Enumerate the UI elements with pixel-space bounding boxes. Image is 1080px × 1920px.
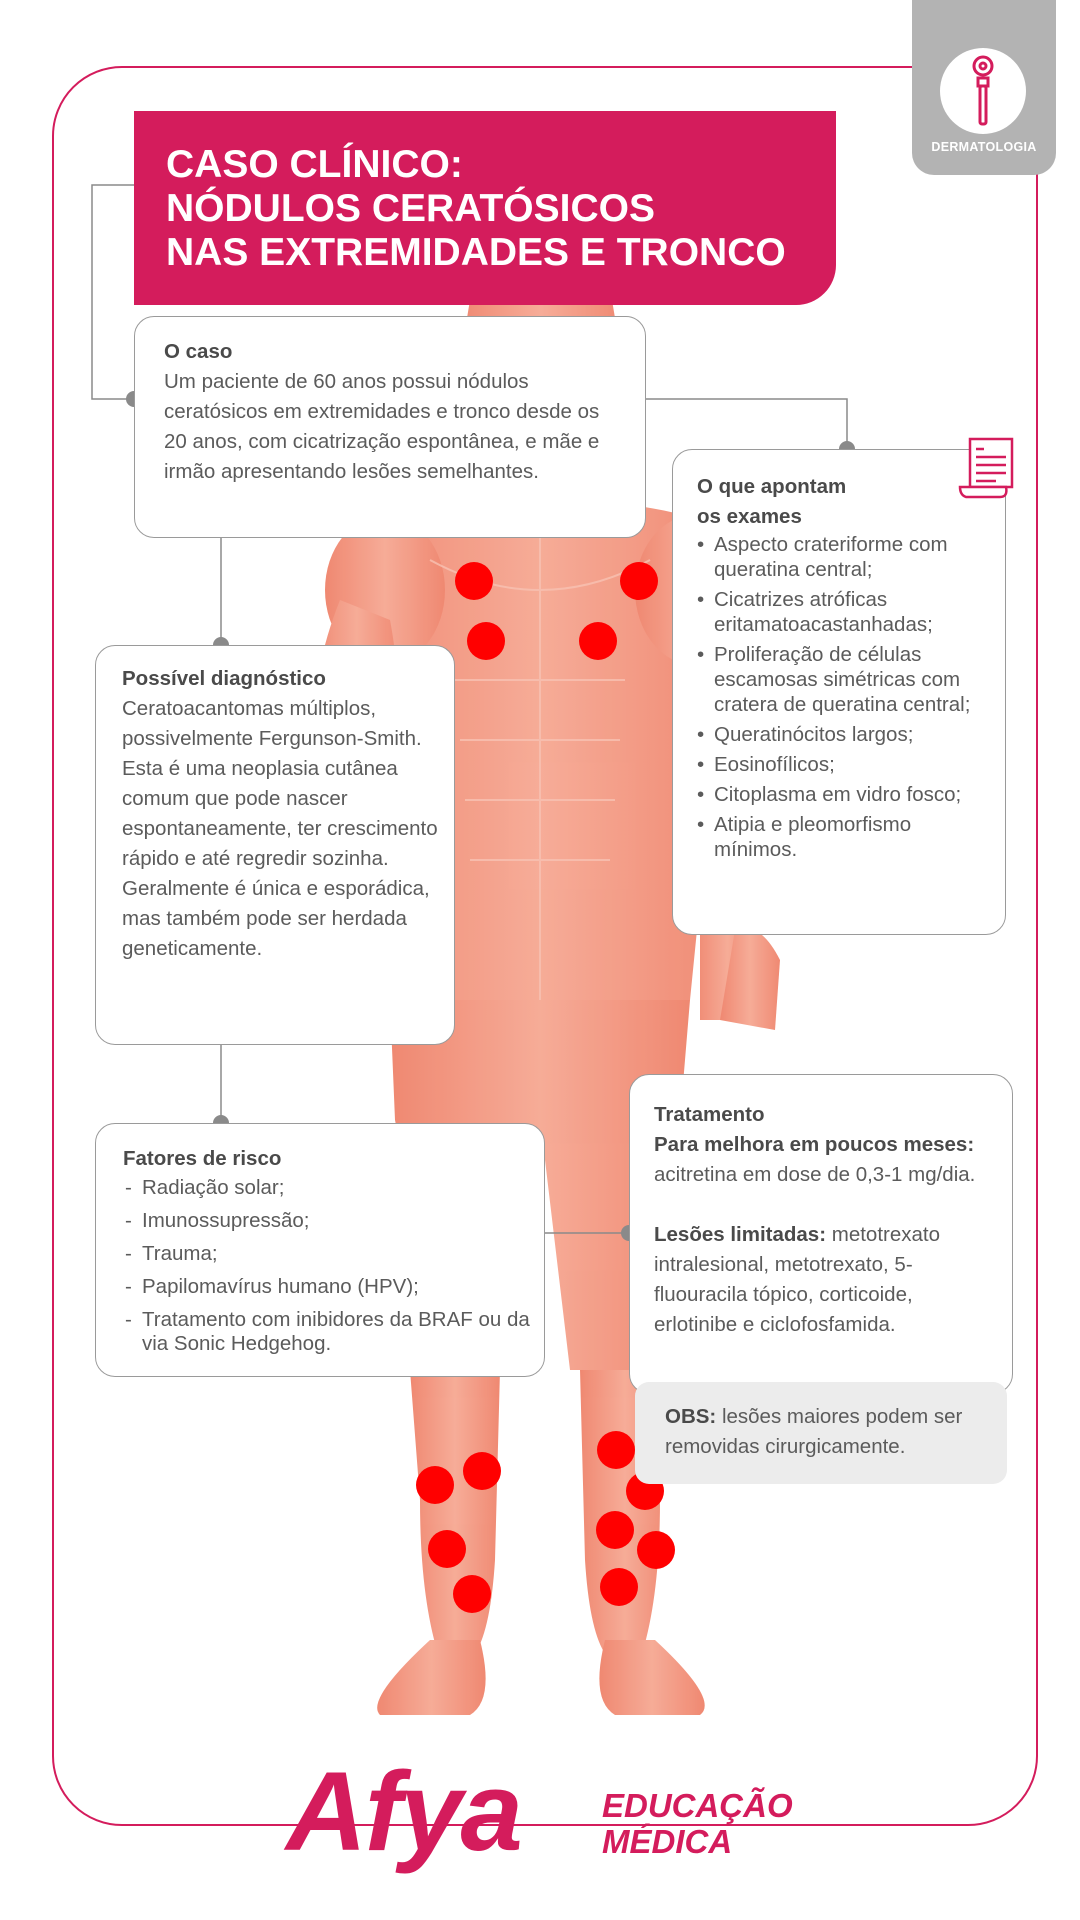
spacer xyxy=(654,1190,998,1220)
lesion-dot xyxy=(620,562,658,600)
lesion-dot xyxy=(416,1466,454,1504)
list-item: Aspecto crateriforme com queratina centr… xyxy=(697,532,991,582)
lesion-dot xyxy=(453,1575,491,1613)
diagnosis-heading: Possível diagnóstico xyxy=(122,667,326,690)
lesion-dot xyxy=(597,1431,635,1469)
badge-label: DERMATOLOGIA xyxy=(931,140,1037,154)
badge-circle xyxy=(940,48,1026,134)
list-item: Radiação solar; xyxy=(123,1176,530,1200)
treatment-heading: Tratamento xyxy=(654,1103,765,1126)
lesion-dot xyxy=(600,1568,638,1606)
afya-logo: Afya EDUCAÇÃO MÉDICA xyxy=(240,1740,880,1890)
list-item: Tratamento com inibidores da BRAF ou da … xyxy=(123,1308,530,1356)
specialty-badge: DERMATOLOGIA xyxy=(912,0,1056,175)
list-item: Queratinócitos largos; xyxy=(697,722,991,747)
obs-label: OBS: xyxy=(665,1405,717,1428)
treatment-card: Tratamento Para melhora em poucos meses:… xyxy=(629,1074,1013,1394)
logo-line-1: EDUCAÇÃO xyxy=(602,1787,793,1824)
list-item: Papilomavírus humano (HPV); xyxy=(123,1275,530,1299)
treatment-paragraph-1: Para melhora em poucos meses: acitretina… xyxy=(654,1130,998,1190)
page-frame xyxy=(52,66,1038,1826)
lesion-dot xyxy=(579,622,617,660)
page-title: CASO CLÍNICO: NÓDULOS CERATÓSICOS NAS EX… xyxy=(134,111,836,305)
treatment-paragraph-2: Lesões limitadas: metotrexato intralesio… xyxy=(654,1220,998,1340)
list-item: Trauma; xyxy=(123,1242,530,1266)
exams-heading-line-1: O que apontam xyxy=(697,475,847,498)
exams-card: O que apontam os exames Aspecto craterif… xyxy=(672,449,1006,935)
lesion-dot xyxy=(428,1530,466,1568)
title-line-3: NAS EXTREMIDADES E TRONCO xyxy=(166,231,786,274)
lesion-dot xyxy=(467,622,505,660)
treatment-p2-text: metotrexato intralesional, metotrexato, … xyxy=(654,1223,940,1336)
risk-factors-card: Fatores de risco Radiação solar; Imunoss… xyxy=(95,1123,545,1377)
exams-heading-line-2: os exames xyxy=(697,505,802,528)
list-item: Proliferação de células escamosas simétr… xyxy=(697,642,991,717)
lesion-dot xyxy=(637,1531,675,1569)
obs-note: OBS: lesões maiores podem ser removidas … xyxy=(635,1382,1007,1484)
list-item: Eosinofílicos; xyxy=(697,752,991,777)
logo-line-2: MÉDICA xyxy=(602,1823,733,1860)
lesion-dot xyxy=(596,1511,634,1549)
treatment-p1-bold: Para melhora em poucos meses: xyxy=(654,1133,975,1156)
treatment-p2-bold: Lesões limitadas: xyxy=(654,1223,827,1246)
list-item: Atipia e pleomorfismo mínimos. xyxy=(697,812,991,862)
lesion-dot xyxy=(463,1452,501,1490)
case-card: O caso Um paciente de 60 anos possui nód… xyxy=(134,316,646,538)
logo-brand: Afya xyxy=(286,1749,523,1874)
lesion-dot xyxy=(455,562,493,600)
case-text: Um paciente de 60 anos possui nódulos ce… xyxy=(164,370,600,483)
diagnosis-text: Ceratoacantomas múltiplos, possivelmente… xyxy=(122,697,438,960)
list-item: Citoplasma em vidro fosco; xyxy=(697,782,991,807)
treatment-p1-text: acitretina em dose de 0,3-1 mg/dia. xyxy=(654,1163,976,1186)
exams-list: Aspecto crateriforme com queratina centr… xyxy=(697,532,991,862)
diagnosis-card: Possível diagnóstico Ceratoacantomas múl… xyxy=(95,645,455,1045)
document-icon xyxy=(958,437,1014,499)
list-item: Cicatrizes atróficas eritamatoacastanhad… xyxy=(697,587,991,637)
risk-factors-list: Radiação solar; Imunossupressão; Trauma;… xyxy=(123,1176,530,1356)
title-line-1: CASO CLÍNICO: xyxy=(166,143,463,186)
case-heading: O caso xyxy=(164,340,233,363)
list-item: Imunossupressão; xyxy=(123,1209,530,1233)
title-line-2: NÓDULOS CERATÓSICOS xyxy=(166,187,655,230)
dermatoscope-icon xyxy=(972,55,994,126)
risk-factors-heading: Fatores de risco xyxy=(123,1147,282,1170)
obs-text: lesões maiores podem ser removidas cirur… xyxy=(665,1405,963,1458)
